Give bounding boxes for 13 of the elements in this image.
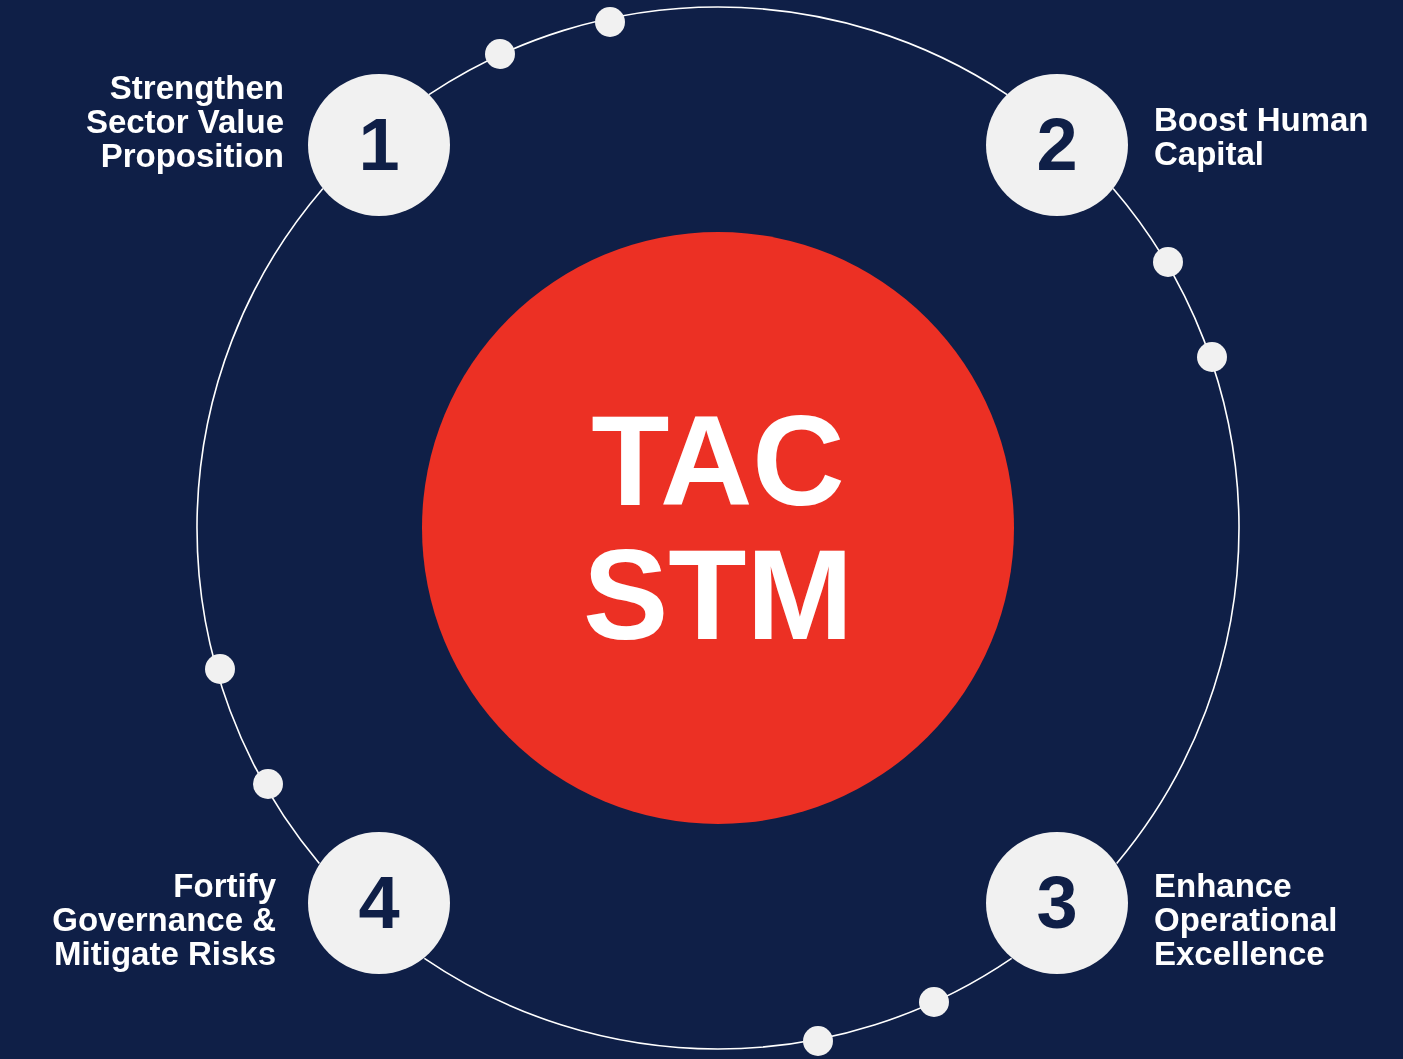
step-number: 3 [1036,864,1078,942]
ring-arc [1112,187,1239,865]
ring-arc [423,957,1013,1050]
step-label: Enhance Operational Excellence [1154,869,1339,971]
step-number: 4 [358,864,400,942]
step-number: 2 [1036,106,1078,184]
step-number: 1 [358,106,400,184]
ring-arc [428,6,1008,96]
step-label: Fortify Governance & Mitigate Risks [51,869,276,971]
step-label: Strengthen Sector Value Proposition [84,71,284,173]
ring-arc [197,187,324,865]
center-title: TAC STM [581,393,855,663]
step-label: Boost Human Capital [1154,103,1370,171]
